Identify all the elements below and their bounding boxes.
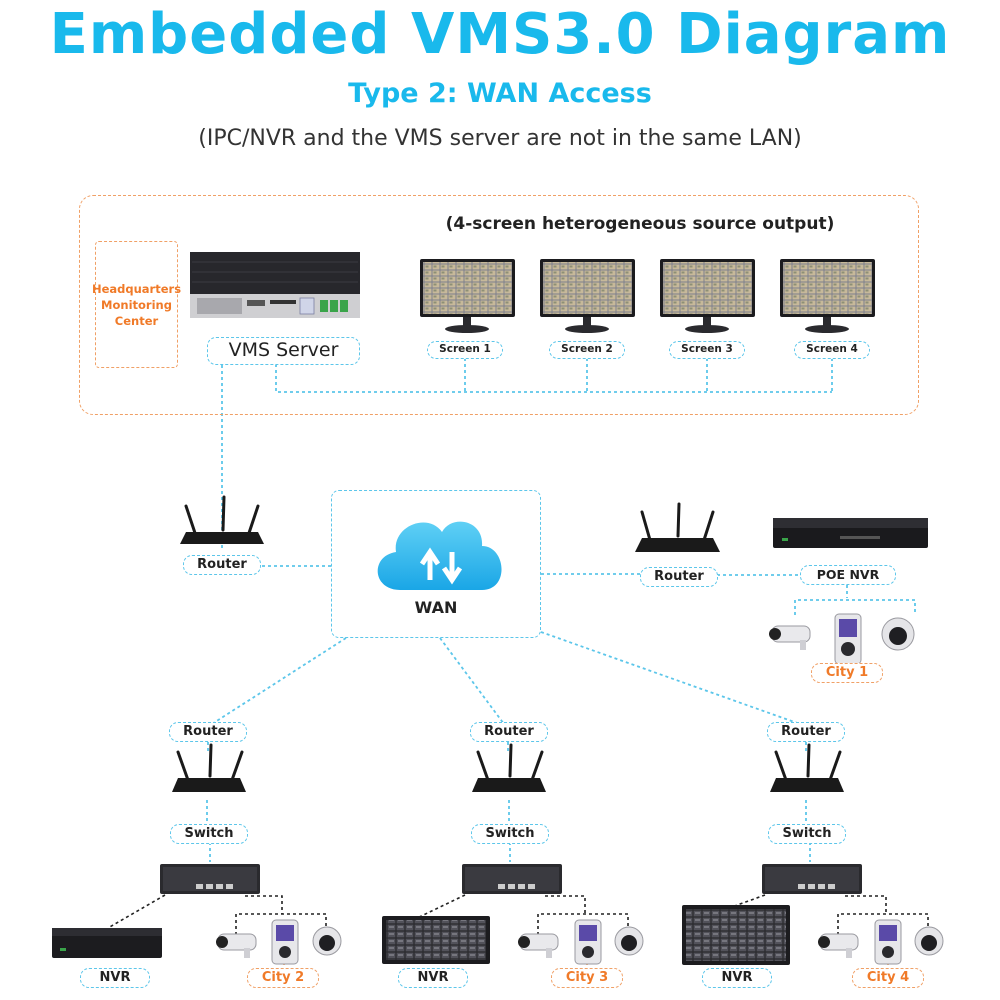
screen-output-caption: (4-screen heterogeneous source output) bbox=[445, 214, 835, 234]
city1-router-label: Router bbox=[640, 567, 718, 587]
city2-router-label: Router bbox=[169, 722, 247, 742]
wan-box bbox=[331, 490, 541, 638]
dual-lens-camera-city3 bbox=[574, 919, 602, 965]
bullet-camera-city4 bbox=[818, 933, 859, 958]
wan-label: WAN bbox=[414, 598, 458, 617]
switch-connection-lines bbox=[107, 894, 929, 935]
monitor-3 bbox=[660, 259, 755, 333]
switch-device-city2 bbox=[160, 864, 260, 894]
city3-router-label: Router bbox=[470, 722, 548, 742]
bullet-camera-city3 bbox=[518, 933, 559, 958]
dome-camera-city2 bbox=[312, 926, 342, 956]
router-icon-city3 bbox=[472, 743, 546, 792]
bullet-camera-city2 bbox=[216, 933, 257, 958]
headquarters-label: Headquarters Monitoring Center bbox=[92, 241, 181, 368]
screen-3-label: Screen 3 bbox=[669, 341, 745, 359]
monitor-2 bbox=[540, 259, 635, 333]
city2-nvr-label: NVR bbox=[80, 968, 150, 988]
nvr-device-city2 bbox=[52, 928, 162, 958]
headquarters-frame bbox=[79, 195, 919, 415]
router-icon-city4 bbox=[770, 743, 844, 792]
dual-lens-camera-city4 bbox=[874, 919, 902, 965]
dome-camera-city1 bbox=[881, 617, 915, 651]
dual-lens-camera-city1 bbox=[834, 613, 862, 665]
poe-nvr-device bbox=[773, 518, 928, 548]
switch-device-city3 bbox=[462, 864, 562, 894]
cloud-icon bbox=[377, 521, 502, 590]
vms-server-device bbox=[190, 252, 360, 318]
screen-1-label: Screen 1 bbox=[427, 341, 503, 359]
city1-label: City 1 bbox=[811, 663, 883, 683]
hq-router-label: Router bbox=[183, 555, 261, 575]
city2-label: City 2 bbox=[247, 968, 319, 988]
monitor-4 bbox=[780, 259, 875, 333]
switch-device-city4 bbox=[762, 864, 862, 894]
city4-label: City 4 bbox=[852, 968, 924, 988]
screen-2-label: Screen 2 bbox=[549, 341, 625, 359]
screen-4-label: Screen 4 bbox=[794, 341, 870, 359]
page-subtitle: Type 2: WAN Access bbox=[348, 78, 652, 109]
city4-router-label: Router bbox=[767, 722, 845, 742]
dual-lens-camera-city2 bbox=[271, 919, 299, 965]
city4-switch-label: Switch bbox=[768, 824, 846, 844]
bullet-camera-city1 bbox=[769, 625, 811, 650]
poe-nvr-label: POE NVR bbox=[800, 565, 896, 585]
nvr-device-city4 bbox=[682, 905, 790, 965]
hq-connection-lines bbox=[206, 358, 916, 862]
vms-server-label: VMS Server bbox=[207, 337, 360, 365]
dome-camera-city4 bbox=[914, 926, 944, 956]
router-icon-city2 bbox=[172, 743, 246, 792]
city2-switch-label: Switch bbox=[170, 824, 248, 844]
city3-nvr-label: NVR bbox=[398, 968, 468, 988]
dome-camera-city3 bbox=[614, 926, 644, 956]
city4-nvr-label: NVR bbox=[702, 968, 772, 988]
nvr-device-city3 bbox=[382, 916, 490, 964]
page-title: Embedded VMS3.0 Diagram bbox=[49, 2, 951, 67]
access-note: (IPC/NVR and the VMS server are not in t… bbox=[198, 126, 802, 151]
router-icon-hq bbox=[180, 495, 264, 544]
router-icon-city1 bbox=[635, 502, 720, 552]
monitor-1 bbox=[420, 259, 515, 333]
city3-label: City 3 bbox=[551, 968, 623, 988]
city3-switch-label: Switch bbox=[471, 824, 549, 844]
